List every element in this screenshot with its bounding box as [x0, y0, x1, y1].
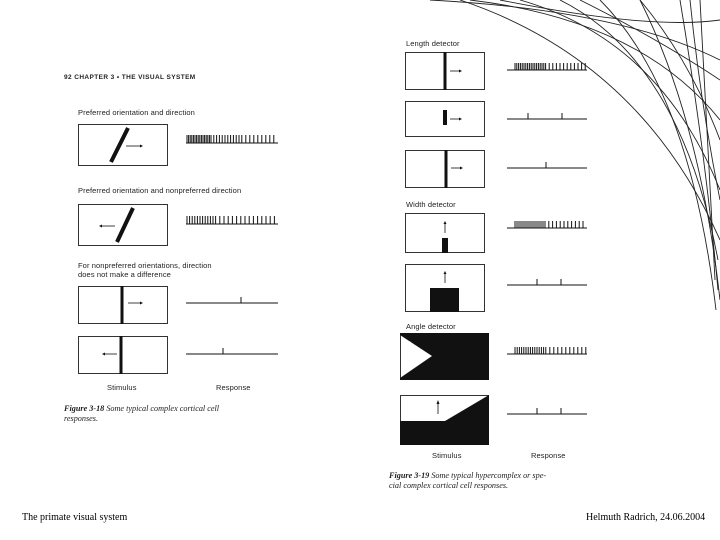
response-label-right: Response: [531, 451, 566, 460]
footer-left: The primate visual system: [22, 512, 127, 523]
caption-text-right: Some typical hypercomplex or spe-: [431, 471, 546, 480]
footer-right: Helmuth Radrich, 24.06.2004: [586, 512, 705, 523]
stimulus-label-right: Stimulus: [432, 451, 462, 460]
figure-caption-right: Figure 3-19 Some typical hypercomplex or…: [389, 471, 629, 491]
caption-number-right: Figure 3-19: [389, 471, 429, 480]
caption-text-right-2: cial complex cortical cell responses.: [389, 481, 508, 490]
